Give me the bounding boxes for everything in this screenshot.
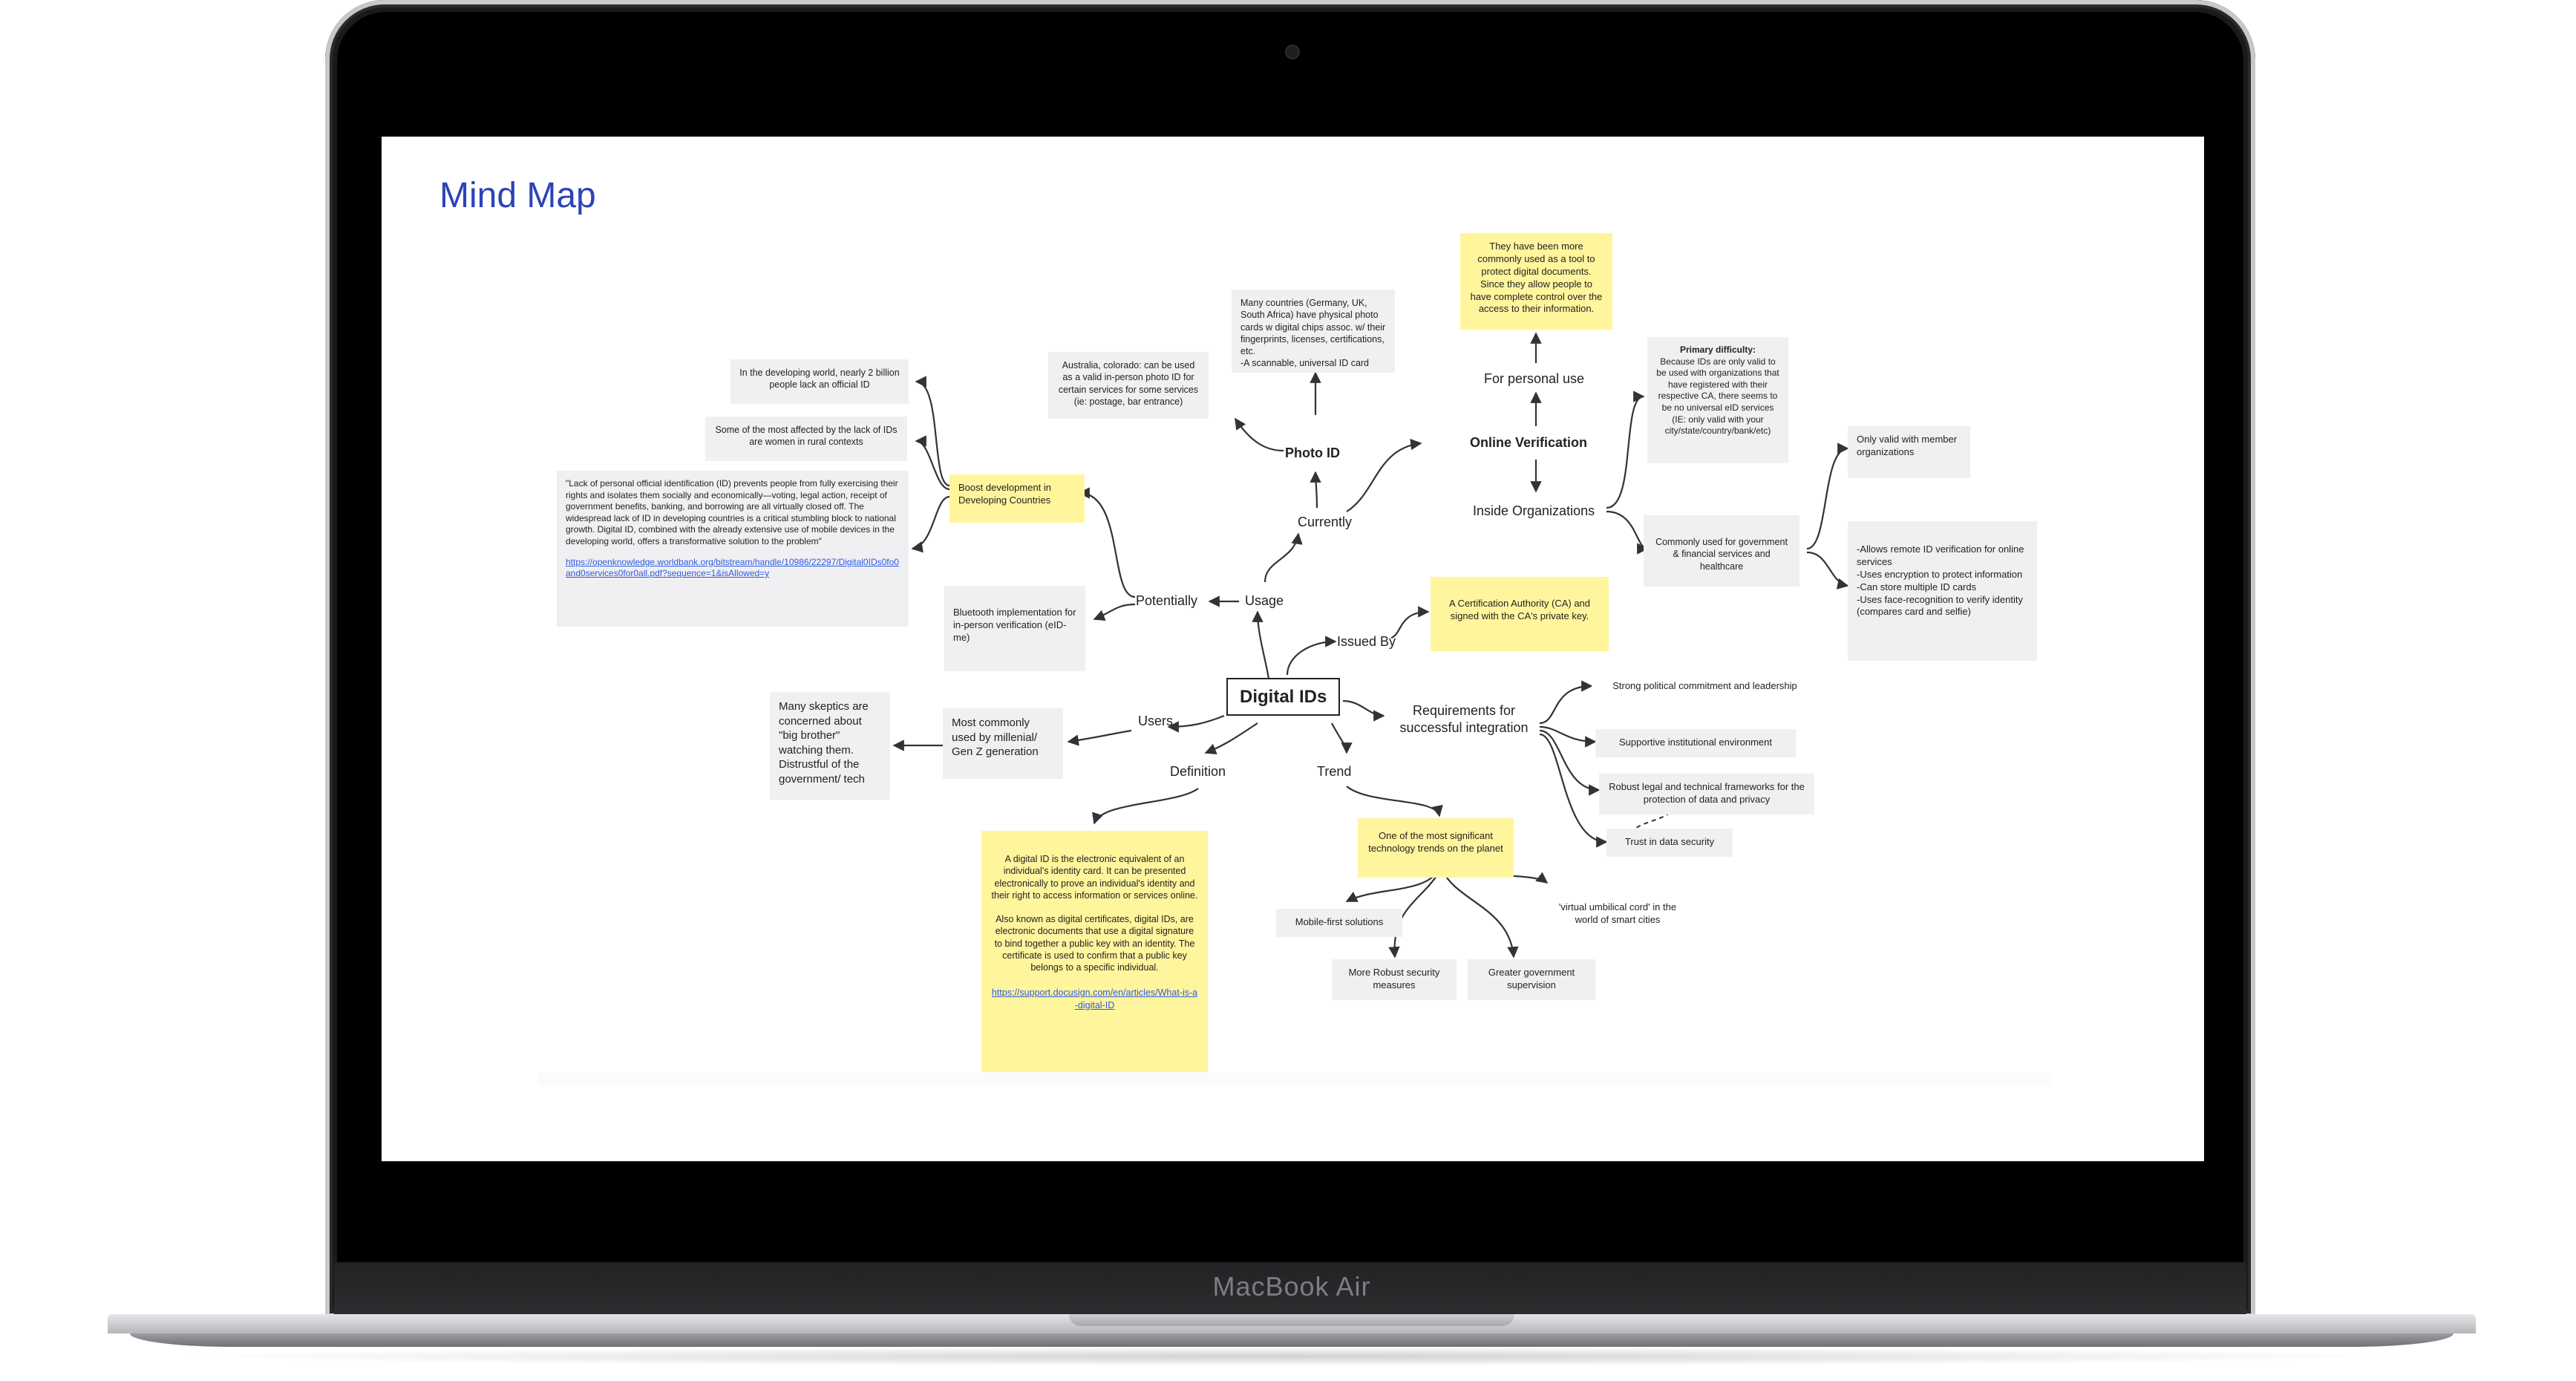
edge-boost-quote [911, 495, 950, 553]
laptop-base-edge [130, 1333, 2454, 1347]
note-remote-verification[interactable]: -Allows remote ID verification for onlin… [1848, 521, 2037, 661]
edge-req-trust [1539, 733, 1608, 848]
branch-trend[interactable]: Trend [1317, 764, 1352, 779]
note-bluetooth[interactable]: Bluetooth implementation for in-person v… [944, 586, 1085, 671]
edge-boost-developing [915, 376, 950, 487]
note-australia[interactable]: Australia, colorado: can be used as a va… [1048, 352, 1209, 419]
edge-req-political [1539, 680, 1593, 725]
edge-req-institutional [1539, 725, 1597, 748]
connector-lines [892, 332, 1849, 959]
note-gov-financial[interactable]: Commonly used for government & financial… [1644, 515, 1799, 587]
edge-center-trend [1331, 722, 1353, 754]
note-boost-development[interactable]: Boost development in Developing Countrie… [949, 474, 1085, 523]
note-definition-text-1: A digital ID is the electronic equivalen… [991, 854, 1198, 901]
note-robust-security[interactable]: More Robust security measures [1332, 959, 1457, 1000]
edge-potentially-boost [1078, 487, 1136, 598]
edge-trend-security [1388, 871, 1440, 959]
branch-photo-id[interactable]: Photo ID [1285, 445, 1340, 460]
edge-req-legal [1539, 729, 1601, 796]
edge-trend-main [1346, 786, 1443, 817]
note-primary-difficulty[interactable]: Primary difficulty: Because IDs are only… [1647, 337, 1788, 463]
note-gov-supervision[interactable]: Greater government supervision [1468, 959, 1595, 1000]
req-political[interactable]: Strong political commitment and leadersh… [1592, 673, 1818, 701]
branch-online-verification[interactable]: Online Verification [1470, 435, 1588, 450]
req-legal[interactable]: Robust legal and technical frameworks fo… [1599, 774, 1814, 814]
note-trend-main[interactable]: One of the most significant technology t… [1358, 818, 1514, 878]
page-title: Mind Map [439, 176, 596, 215]
edge-center-definition [1204, 722, 1258, 754]
laptop-shadow [163, 1347, 2420, 1366]
edge-center-users [1167, 714, 1225, 733]
laptop-hinge-notch [1069, 1314, 1514, 1326]
branch-issued-by[interactable]: Issued By [1337, 634, 1396, 649]
canvas-bottom-edge [537, 1072, 2052, 1085]
edge-usage-currently [1264, 532, 1303, 583]
edge-definition-text [1092, 788, 1199, 825]
edge-issued-ca [1390, 606, 1430, 639]
note-umbilical[interactable]: 'virtual umbilical cord' in the world of… [1547, 894, 1688, 935]
edge-center-usage [1252, 610, 1270, 679]
branch-definition[interactable]: Definition [1170, 764, 1226, 779]
edge-inside-gov [1606, 510, 1649, 555]
note-millenial[interactable]: Most commonly used by millenial/ Gen Z g… [943, 708, 1063, 779]
edge-photo-australia [1235, 417, 1284, 452]
note-countries-photo-cards[interactable]: Many countries (Germany, UK, South Afric… [1232, 290, 1395, 373]
edge-gov-remote [1806, 551, 1849, 590]
note-personal-use[interactable]: They have been more commonly used as a t… [1460, 233, 1612, 330]
note-developing-world[interactable]: In the developing world, nearly 2 billio… [730, 359, 909, 404]
edge-inside-primary [1606, 391, 1645, 509]
branch-users[interactable]: Users [1138, 714, 1174, 728]
device-brand-label: MacBook Air [1212, 1271, 1371, 1302]
edge-potentially-bluetooth [1093, 603, 1136, 621]
edge-boost-women [915, 435, 950, 491]
note-primary-difficulty-text: Because IDs are only valid to be used wi… [1656, 356, 1779, 437]
edge-currently-online [1346, 438, 1422, 512]
note-definition[interactable]: A digital ID is the electronic equivalen… [981, 831, 1208, 1083]
note-member-organizations[interactable]: Only valid with member organizations [1848, 426, 1970, 478]
note-certification-authority[interactable]: A Certification Authority (CA) and signe… [1431, 577, 1609, 651]
branch-for-personal-use[interactable]: For personal use [1484, 371, 1585, 386]
edge-center-requirements [1342, 699, 1385, 722]
laptop-chin [334, 1262, 2246, 1318]
note-definition-text-2: Also known as digital certificates, digi… [994, 914, 1195, 973]
note-world-bank-quote[interactable]: "Lack of personal official identificatio… [557, 471, 909, 627]
edge-currently-photo [1310, 471, 1321, 509]
branch-inside-organizations[interactable]: Inside Organizations [1473, 503, 1595, 518]
center-node-digital-ids[interactable]: Digital IDs [1226, 678, 1341, 716]
mind-map-board[interactable]: Mind Map Digital IDs Usage Potentially C… [382, 137, 2204, 1161]
req-trust[interactable]: Trust in data security [1606, 829, 1733, 857]
branch-currently[interactable]: Currently [1298, 515, 1353, 529]
edge-trend-supervision [1442, 871, 1519, 959]
docusign-link[interactable]: https://support.docusign.com/en/articles… [991, 987, 1198, 1011]
camera-icon [1287, 46, 1298, 58]
world-bank-link[interactable]: https://openknowledge.worldbank.org/bits… [566, 556, 899, 579]
branch-usage[interactable]: Usage [1245, 593, 1284, 608]
branch-potentially[interactable]: Potentially [1136, 593, 1198, 608]
req-institutional[interactable]: Supportive institutional environment [1595, 729, 1796, 757]
edge-center-issued [1286, 636, 1337, 676]
note-women-rural[interactable]: Some of the most affected by the lack of… [705, 417, 907, 461]
note-primary-difficulty-title: Primary difficulty: [1679, 345, 1756, 355]
branch-requirements[interactable]: Requirements for successful integration [1399, 703, 1529, 736]
note-mobile-first[interactable]: Mobile-first solutions [1276, 909, 1402, 937]
edge-users-millenial [1067, 729, 1132, 746]
edge-gov-member [1806, 443, 1849, 550]
note-skeptics[interactable]: Many skeptics are concerned about "big b… [770, 692, 890, 800]
note-quote-text: "Lack of personal official identificatio… [566, 478, 898, 546]
